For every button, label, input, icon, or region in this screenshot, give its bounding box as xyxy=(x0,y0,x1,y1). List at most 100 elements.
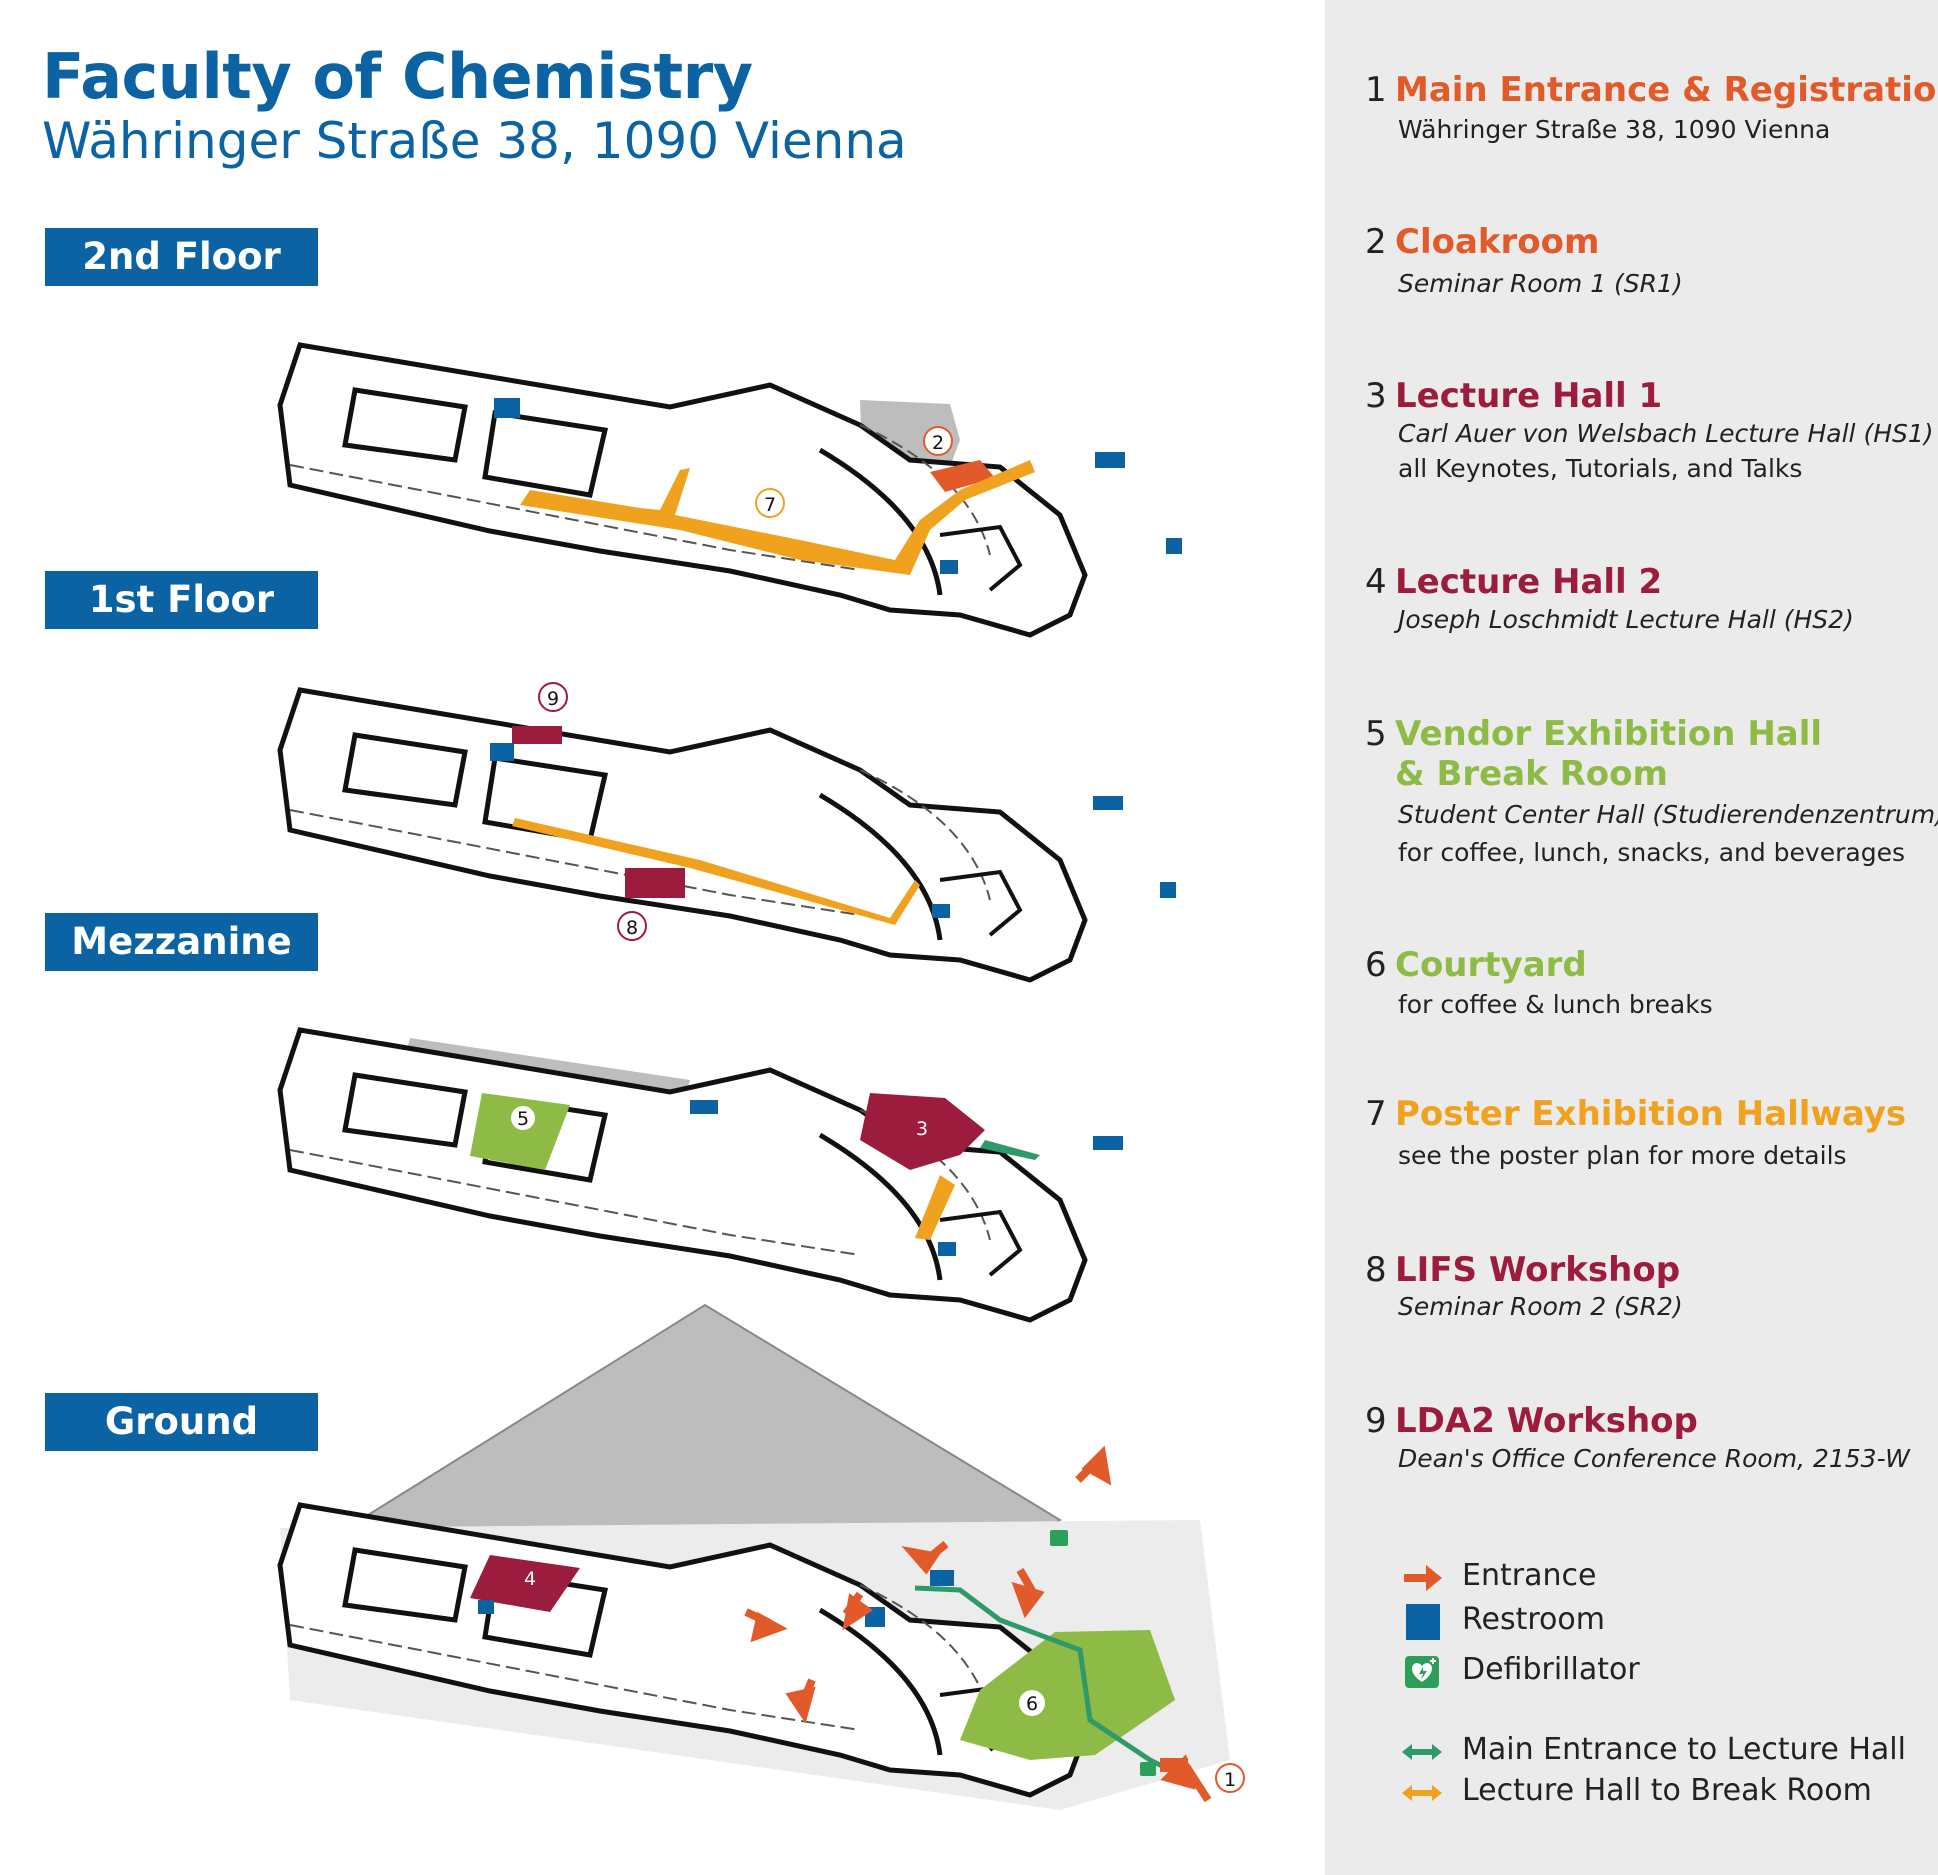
restroom-icon xyxy=(1093,1136,1123,1150)
restroom-icon xyxy=(932,904,950,918)
poster-hallway-route xyxy=(520,460,1035,575)
location-number: 9 xyxy=(1365,1401,1387,1441)
restroom-icon xyxy=(690,1100,718,1114)
restroom-icon xyxy=(490,743,514,761)
location-detail: Carl Auer von Welsbach Lecture Hall (HS1… xyxy=(1398,419,1934,448)
restroom-icon xyxy=(478,1600,494,1614)
double-arrow-orange-icon xyxy=(1402,1785,1442,1801)
legend-route-break-label: Lecture Hall to Break Room xyxy=(1462,1773,1872,1808)
lecture-hall-2-highlight xyxy=(470,1555,580,1612)
page-subtitle: Währinger Straße 38, 1090 Vienna xyxy=(42,112,907,170)
location-detail: Seminar Room 1 (SR1) xyxy=(1398,269,1683,298)
location-number: 8 xyxy=(1365,1250,1387,1290)
location-detail: Währinger Straße 38, 1090 Vienna xyxy=(1398,115,1831,144)
floor-label-1st: 1st Floor xyxy=(45,571,318,629)
lda2-workshop-highlight xyxy=(512,726,562,744)
location-name: Vendor Exhibition Hall xyxy=(1395,714,1823,754)
courtyard-highlight xyxy=(960,1630,1175,1760)
location-detail: all Keynotes, Tutorials, and Talks xyxy=(1398,454,1803,483)
location-name: LIFS Workshop xyxy=(1395,1250,1681,1290)
svg-text:7: 7 xyxy=(764,494,776,516)
floor-plan-mezzanine xyxy=(280,1030,1123,1320)
defibrillator-icon xyxy=(1405,1656,1439,1688)
location-number: 1 xyxy=(1365,70,1387,110)
entrance-arrow-icon xyxy=(744,1608,788,1643)
restroom-icon xyxy=(1406,1604,1440,1640)
marker-2[interactable]: 2 xyxy=(923,426,953,456)
defibrillator-icon xyxy=(1050,1530,1156,1776)
restroom-icon xyxy=(930,1570,954,1586)
floor-label-2nd: 2nd Floor xyxy=(45,228,318,286)
marker-9[interactable]: 9 xyxy=(538,682,568,712)
location-detail: for coffee, lunch, snacks, and beverages xyxy=(1398,838,1905,867)
marker-1[interactable]: 1 xyxy=(1215,1763,1245,1793)
entrance-arrow-icon xyxy=(1160,1754,1212,1803)
svg-text:9: 9 xyxy=(547,688,559,710)
main-entrance-route xyxy=(914,1585,1172,1773)
floor-plan-map: 1 2 3 4 5 6 7 8 9 xyxy=(0,0,1245,1810)
entrance-arrow-icon xyxy=(1075,1445,1112,1486)
location-name: Main Entrance & Registration xyxy=(1395,70,1938,110)
entrance-arrow-icon xyxy=(785,1678,816,1724)
entrance-arrow-icon xyxy=(842,1591,874,1631)
location-number: 3 xyxy=(1365,376,1387,416)
cloakroom-highlight xyxy=(930,460,995,492)
svg-text:8: 8 xyxy=(626,917,638,939)
restroom-icon xyxy=(938,1242,956,1256)
restroom-icon xyxy=(494,398,520,418)
svg-text:4: 4 xyxy=(524,1568,536,1590)
location-detail: for coffee & lunch breaks xyxy=(1398,990,1713,1019)
location-name: Poster Exhibition Hallways xyxy=(1395,1094,1907,1134)
floor-plan-2nd-floor xyxy=(280,345,1182,635)
page-title: Faculty of Chemistry xyxy=(42,40,753,113)
floor-plan-ground-floor xyxy=(280,1303,1230,1810)
legend-panel xyxy=(1325,0,1938,1875)
entrance-arrow-icon xyxy=(901,1540,949,1575)
legend-entrance-label: Entrance xyxy=(1462,1558,1597,1593)
svg-text:2: 2 xyxy=(932,432,944,454)
location-detail: Seminar Room 2 (SR2) xyxy=(1398,1292,1683,1321)
location-number: 7 xyxy=(1365,1094,1387,1134)
marker-5[interactable]: 5 xyxy=(511,1106,535,1130)
location-detail: Student Center Hall (Studierendenzentrum… xyxy=(1398,800,1938,829)
location-name: LDA2 Workshop xyxy=(1395,1401,1698,1441)
hallway-route xyxy=(512,818,920,925)
marker-4[interactable]: 4 xyxy=(524,1568,536,1590)
lecture-hall-1-highlight xyxy=(860,1093,985,1170)
svg-text:6: 6 xyxy=(1026,1693,1038,1715)
floor-label-mezzanine: Mezzanine xyxy=(45,913,318,971)
break-route-segment xyxy=(915,1175,955,1240)
location-detail: Joseph Loschmidt Lecture Hall (HS2) xyxy=(1398,605,1854,634)
location-number: 4 xyxy=(1365,562,1387,602)
location-name: Cloakroom xyxy=(1395,222,1600,262)
svg-text:5: 5 xyxy=(517,1108,529,1130)
marker-6[interactable]: 6 xyxy=(1019,1690,1045,1716)
legend-restroom-label: Restroom xyxy=(1462,1602,1605,1637)
svg-text:1: 1 xyxy=(1224,1769,1236,1791)
lifs-workshop-highlight xyxy=(625,868,685,898)
vendor-hall-highlight xyxy=(470,1093,570,1170)
location-number: 6 xyxy=(1365,945,1387,985)
marker-3[interactable]: 3 xyxy=(916,1118,928,1140)
restroom-icon xyxy=(1093,796,1123,810)
floor-label-ground: Ground Floor xyxy=(45,1393,318,1501)
location-detail: Dean's Office Conference Room, 2153-W xyxy=(1398,1444,1910,1473)
location-detail: see the poster plan for more details xyxy=(1398,1141,1847,1170)
location-name: Lecture Hall 2 xyxy=(1395,562,1663,602)
marker-7[interactable]: 7 xyxy=(755,488,785,518)
marker-8[interactable]: 8 xyxy=(617,911,647,941)
double-arrow-green-icon xyxy=(1402,1744,1442,1760)
legend-defibrillator-label: Defibrillator xyxy=(1462,1652,1640,1687)
restroom-icon xyxy=(1166,538,1182,554)
legend-route-main-label: Main Entrance to Lecture Hall xyxy=(1462,1732,1906,1767)
entrance-arrow-icon xyxy=(1404,1565,1442,1591)
svg-text:3: 3 xyxy=(916,1118,928,1140)
restroom-icon xyxy=(1160,882,1176,898)
location-number: 2 xyxy=(1365,222,1387,262)
location-number: 5 xyxy=(1365,714,1387,754)
restroom-icon xyxy=(940,560,958,574)
floor-plan-1st-floor xyxy=(280,690,1176,980)
location-name: Lecture Hall 1 xyxy=(1395,376,1663,416)
restroom-icon xyxy=(1095,452,1125,468)
location-name: Courtyard xyxy=(1395,945,1587,985)
